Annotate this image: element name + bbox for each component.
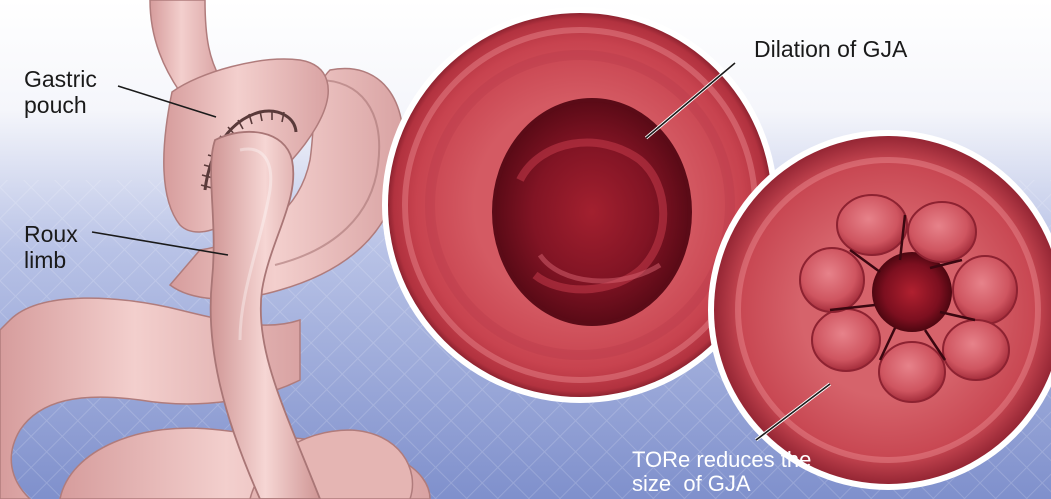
gastric-pouch-label-line2: pouch (24, 92, 97, 118)
roux-limb-label-line1: Roux (24, 221, 78, 247)
dilation-label-text: Dilation of GJA (754, 36, 907, 62)
tore-label-line2: size of GJA (632, 472, 811, 496)
roux-limb-label: Roux limb (24, 221, 78, 273)
tore-label-line1: TORe reduces the (632, 448, 811, 472)
tore-label: TORe reduces the size of GJA (632, 448, 811, 496)
dilation-label: Dilation of GJA (754, 36, 907, 62)
reduced-lumen (872, 252, 952, 332)
gastric-pouch-label: Gastric pouch (24, 66, 97, 118)
gastric-pouch-label-line1: Gastric (24, 66, 97, 92)
roux-limb-label-line2: limb (24, 247, 78, 273)
